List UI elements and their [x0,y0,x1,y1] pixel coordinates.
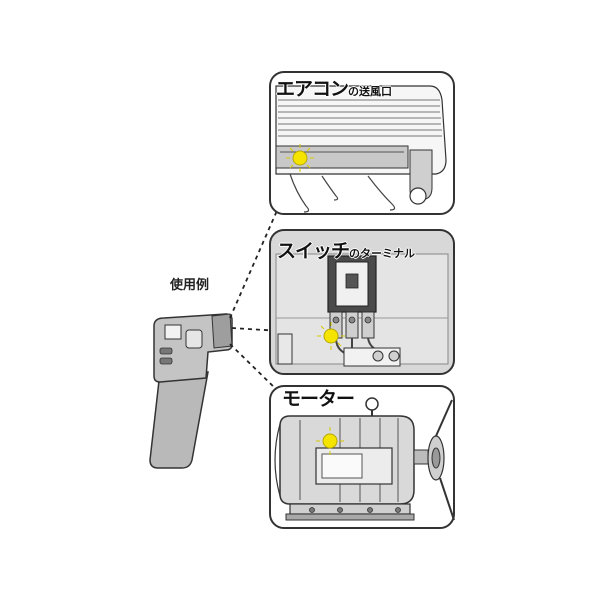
aircon-title-sub: の送風口 [348,85,393,98]
panel-motor [269,385,455,529]
infrared-thermometer [149,313,233,469]
motor-panel-title: モーター [282,384,355,411]
switch-title-main: スイッチ [277,240,350,262]
measure-point-motor [316,427,344,455]
switch-title-sub: のターミナル [349,247,416,260]
measure-point-aircon [286,144,314,172]
motor-title-main: モーター [282,388,355,410]
aircon-title-main: エアコン [276,78,349,100]
measure-point-switch [317,322,345,350]
panel-aircon [269,71,455,215]
panel-switch [269,229,455,375]
usage-example-label: 使用例 [170,278,210,293]
aircon-panel-title: エアコンの送風口 [276,74,392,101]
switch-panel-title: スイッチのターミナル [277,236,415,263]
